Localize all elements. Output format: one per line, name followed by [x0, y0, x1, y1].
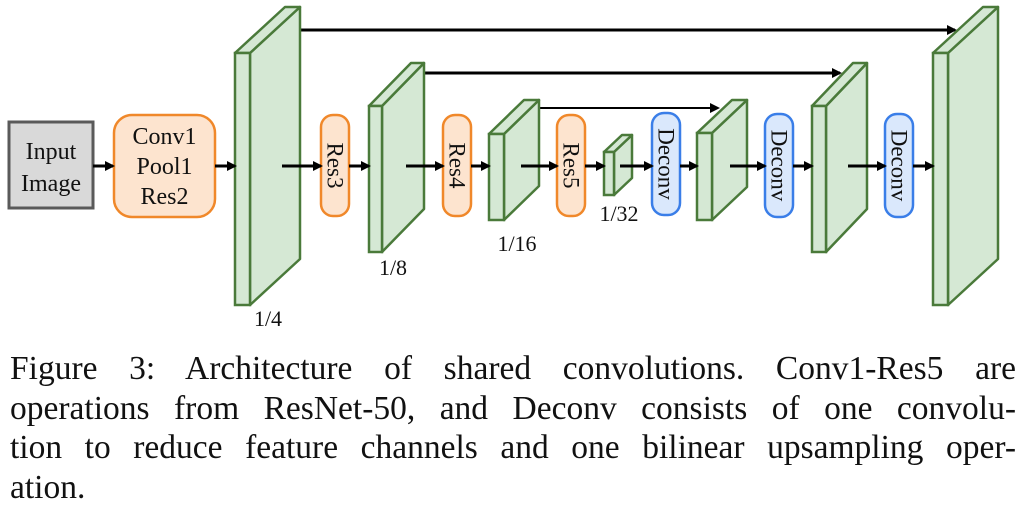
skip-connections: [300, 25, 957, 113]
caption-line: tion to reduce feature channels and one …: [10, 429, 1016, 466]
feature-map-fm2: [367, 61, 426, 254]
feature-map-front-face: [487, 132, 506, 222]
res3-block: Res3: [319, 113, 351, 218]
conv1-pool1-res2-box: Conv1 Pool1 Res2: [112, 113, 217, 219]
res-block-label: Res5: [559, 143, 584, 189]
feature-map-fm5: [695, 98, 749, 222]
feature-map-front-face: [695, 131, 714, 222]
res5-block: Res5: [555, 113, 587, 218]
caption-line: operations from ResNet-50, and Deconv co…: [10, 389, 1016, 427]
deconv1-block: Deconv: [650, 111, 682, 217]
caption-line: Figure 3: Architecture of shared convolu…: [10, 350, 1016, 387]
conv-label-line3: Res2: [141, 184, 189, 210]
input-label-line2: Image: [21, 171, 81, 197]
input-image-box: Input Image: [7, 120, 95, 210]
feature-map-front-face: [367, 104, 384, 254]
res4-block: Res4: [441, 113, 473, 218]
feature-map-front-face: [602, 150, 616, 197]
feature-map-fm3: [487, 98, 541, 222]
feature-map-side-face: [946, 5, 1000, 307]
scale-label-1-4: 1/4: [254, 306, 282, 330]
deconv2-block: Deconv: [763, 112, 795, 219]
deconv-block-label: Deconv: [767, 130, 792, 202]
feature-map-fm6: [810, 61, 869, 254]
scale-labels: 1/4 1/8 1/16 1/32: [254, 201, 639, 330]
deconv3-block: Deconv: [883, 112, 915, 219]
scale-label-1-8: 1/8: [379, 255, 407, 280]
input-label-line1: Input: [26, 139, 77, 165]
res-block-label: Res4: [445, 143, 470, 190]
figure-caption: Figure 3: Architecture of shared convolu…: [10, 349, 1016, 507]
feature-map-front-face: [233, 51, 252, 307]
feature-map-front-face: [810, 104, 828, 254]
feature-map-fm7: [931, 5, 1000, 307]
deconv-block-label: Deconv: [887, 130, 912, 202]
feature-map-fm1: [233, 5, 302, 307]
feature-map-front-face: [931, 51, 950, 307]
feature-map-side-face: [248, 5, 302, 307]
scale-label-1-32: 1/32: [599, 201, 638, 226]
deconv-block-label: Deconv: [654, 128, 679, 200]
caption-line: ation.: [10, 468, 86, 506]
res-block-label: Res3: [323, 143, 348, 189]
conv-label-line1: Conv1: [132, 124, 196, 150]
feature-maps: [233, 5, 1000, 307]
conv-label-line2: Pool1: [136, 154, 192, 180]
scale-label-1-16: 1/16: [497, 231, 536, 256]
